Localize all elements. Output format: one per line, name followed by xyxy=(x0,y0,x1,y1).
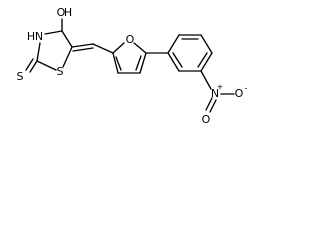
bond-c5-methine xyxy=(71,43,94,48)
bond-ph4-ph5 xyxy=(200,52,213,72)
molecule-diagram: O H N H S S O N + O O - xyxy=(17,6,248,126)
bond-furan-c4-c5-inner xyxy=(135,55,142,71)
bond-ph6-ph1 xyxy=(167,52,180,72)
ring-nitrogen-label: N xyxy=(35,30,43,43)
bond-ph4-ph5-inner xyxy=(197,52,208,68)
nitro-nitrogen-label: N xyxy=(211,87,219,100)
bond-c4-n3 xyxy=(44,30,63,35)
nitro-plus-charge: + xyxy=(217,83,224,92)
ring-nitrogen-hydrogen-label: H xyxy=(27,30,35,43)
bond-furan-c4-c5 xyxy=(139,52,147,74)
bond-c2-thione-2 xyxy=(25,58,34,71)
bond-ph6-ph1-inner xyxy=(172,52,183,68)
bond-s1-c5 xyxy=(62,46,73,68)
bond-ph3-ph4 xyxy=(200,34,213,54)
bond-nitro-o-down xyxy=(205,97,213,111)
bond-furan-c2-c3 xyxy=(112,52,119,74)
bond-ph1-ph2 xyxy=(167,34,180,54)
bond-c2-thione xyxy=(29,60,38,73)
bond-n3-c2 xyxy=(36,42,41,62)
hydroxyl-hydrogen-label: H xyxy=(64,6,72,19)
hydroxyl-oxygen-label: O xyxy=(57,6,66,19)
bond-c2-s1 xyxy=(36,60,57,71)
thione-sulfur-label: S xyxy=(17,70,24,83)
bond-furan-c5-o xyxy=(133,42,147,54)
bond-methine-furan xyxy=(92,43,114,54)
nitro-oxygen-down-label: O xyxy=(202,113,211,126)
bond-furan-o-c2 xyxy=(112,42,125,54)
structure-canvas: O H N H S S O N + O O - xyxy=(16,6,248,126)
furan-oxygen-label: O xyxy=(126,33,135,46)
nitro-minus-charge: - xyxy=(245,84,248,93)
bond-c4-c5 xyxy=(61,30,73,48)
nitro-oxygen-right-label: O xyxy=(235,87,244,100)
bond-furan-c2-c3-inner xyxy=(115,56,122,71)
ring-sulfur-label: S xyxy=(57,65,64,78)
bond-phenyl-nitro xyxy=(200,70,212,90)
bond-nitro-o-down-2 xyxy=(209,99,217,113)
bond-c5-methine-2 xyxy=(72,47,94,52)
